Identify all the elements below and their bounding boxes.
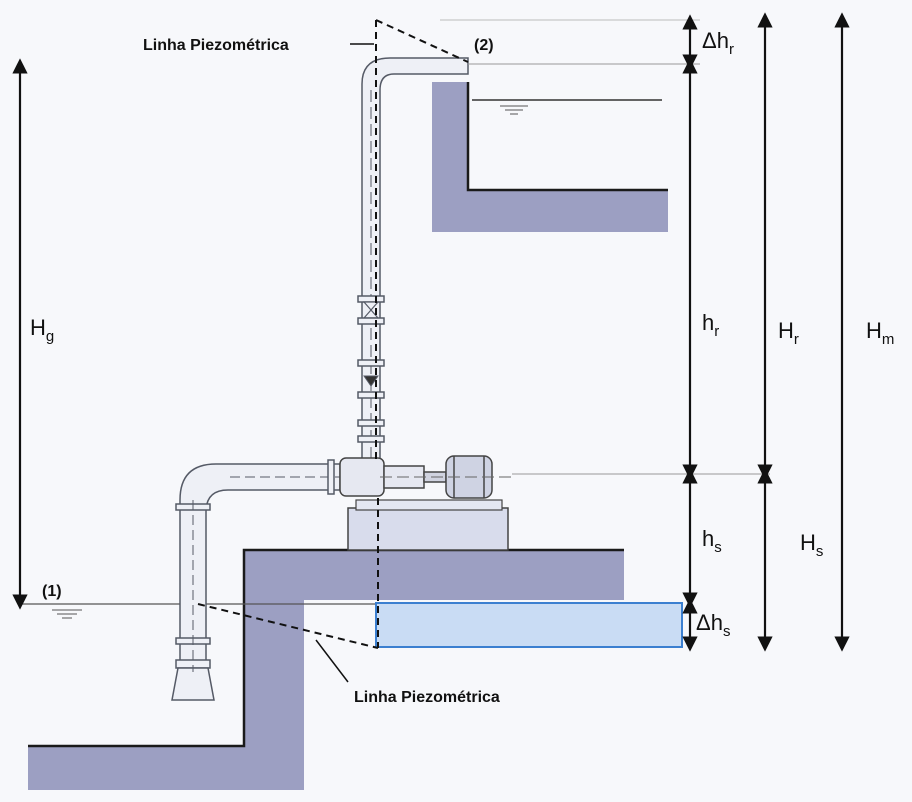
pump-icon bbox=[339, 457, 385, 497]
hg-label: Hg bbox=[30, 315, 54, 345]
discharge-pipe bbox=[357, 57, 469, 463]
piezometric-line-bottom-label: Linha Piezométrica bbox=[354, 689, 500, 706]
lower-ground bbox=[20, 548, 624, 790]
Hm-label: Hm bbox=[866, 318, 894, 348]
piezometric-line-top-label: Linha Piezométrica bbox=[143, 37, 289, 54]
piezometric-line-bottom bbox=[197, 498, 379, 683]
pump-base bbox=[347, 499, 509, 551]
Hs-label: Hs bbox=[800, 530, 823, 560]
upper-water-level-icon bbox=[500, 105, 528, 115]
point-1-label: (1) bbox=[42, 583, 62, 600]
dhr-label: Δhr bbox=[702, 28, 734, 58]
point-2-label: (2) bbox=[474, 37, 494, 54]
pump-motor-assembly bbox=[339, 455, 512, 499]
suction-loss-highlight bbox=[375, 602, 683, 648]
piezometric-line-top bbox=[350, 19, 469, 462]
hs-label: hs bbox=[702, 526, 722, 556]
Hr-label: Hr bbox=[778, 318, 799, 348]
hr-label: hr bbox=[702, 310, 719, 340]
lower-water-level-icon bbox=[52, 609, 82, 619]
upper-reservoir bbox=[432, 82, 668, 232]
dhs-label: Δhs bbox=[696, 610, 730, 640]
dimension-arrows bbox=[12, 12, 850, 652]
